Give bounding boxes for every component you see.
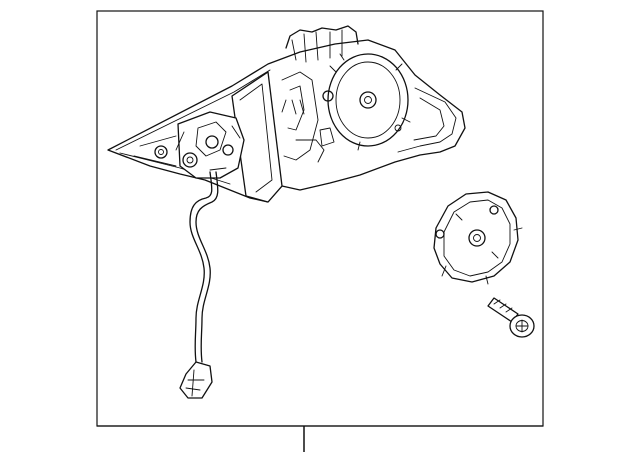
wire-harness-connector: [179, 171, 219, 399]
mirror-assembly: [107, 25, 466, 203]
mounting-bolt: [487, 297, 535, 338]
actuator-motor: [433, 191, 523, 285]
diagram-frame: [96, 10, 544, 452]
